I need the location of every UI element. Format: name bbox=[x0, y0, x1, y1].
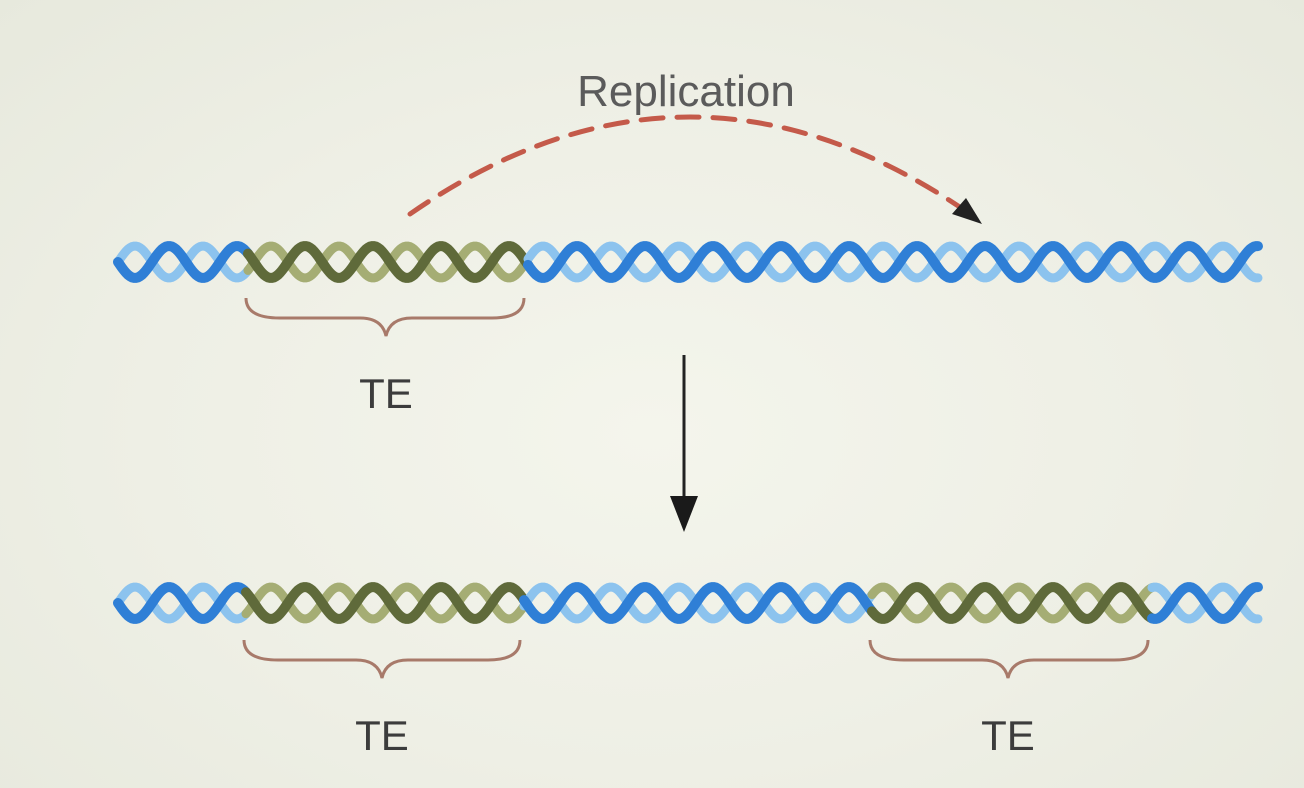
te-brace-top bbox=[246, 298, 524, 336]
transposable-element-segment bbox=[248, 246, 528, 278]
te-label-top: TE bbox=[359, 370, 413, 417]
te-brace-bottom-left bbox=[244, 640, 520, 678]
transposable-element-segment bbox=[246, 587, 524, 619]
te-label-bottom-left: TE bbox=[355, 712, 409, 759]
dna-segment bbox=[524, 587, 872, 619]
dna-strand-before bbox=[118, 246, 1258, 278]
dna-segment bbox=[118, 246, 248, 278]
te-brace-bottom-right bbox=[870, 640, 1148, 678]
replication-label: Replication bbox=[577, 67, 795, 116]
down-arrow bbox=[670, 355, 698, 532]
dna-segment bbox=[1152, 587, 1258, 619]
dna-segment bbox=[528, 246, 1258, 278]
dna-strand-after bbox=[118, 587, 1258, 619]
te-label-bottom-right: TE bbox=[981, 712, 1035, 759]
replication-dashed-arrow bbox=[410, 117, 982, 224]
dna-segment bbox=[118, 587, 246, 619]
down-arrowhead-icon bbox=[670, 496, 698, 532]
transposable-element-segment bbox=[872, 587, 1152, 619]
